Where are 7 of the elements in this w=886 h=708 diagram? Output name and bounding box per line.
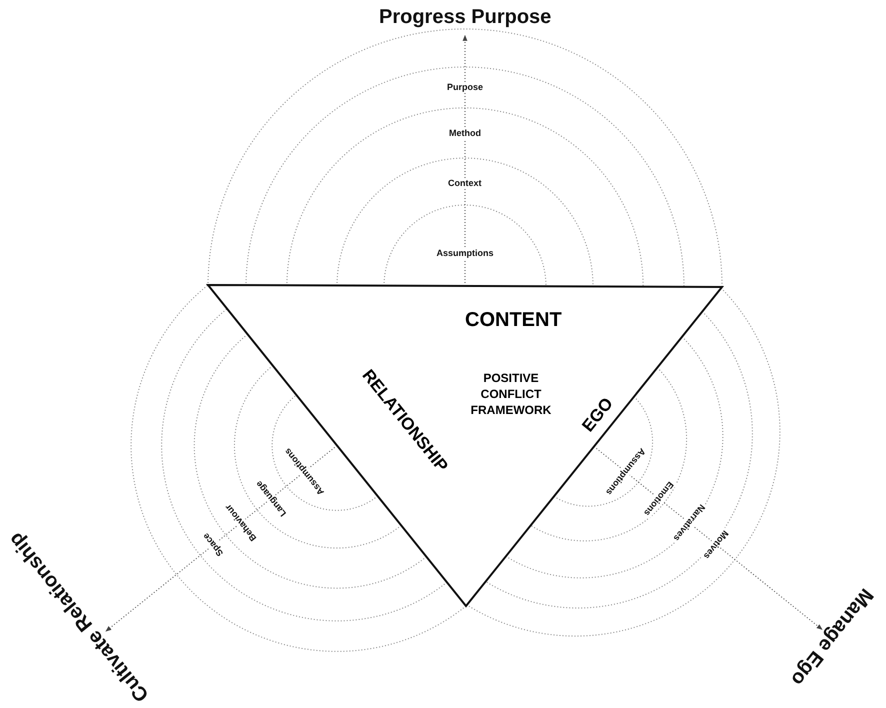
ring-label: Method [447, 128, 483, 139]
ring-label: Purpose [445, 82, 486, 94]
ring-label: Assumptions [434, 248, 496, 260]
center-label: POSITIVE CONFLICT FRAMEWORK [470, 370, 552, 418]
axis-title: Progress Purpose [379, 5, 552, 30]
ring-label: Context [446, 178, 484, 190]
side-label: CONTENT [465, 309, 562, 332]
